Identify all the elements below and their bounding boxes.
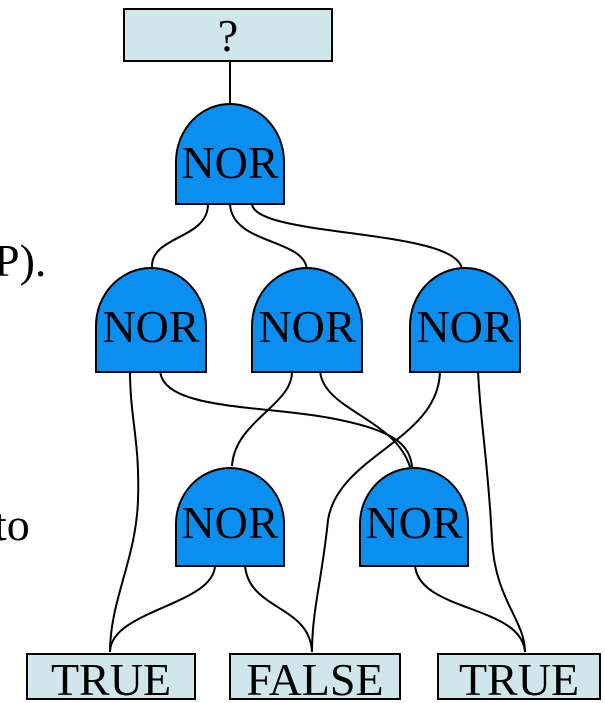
- gate-label-middle-left: NOR: [102, 301, 199, 352]
- gate-label-bottom-left: NOR: [181, 497, 278, 548]
- output-label: ?: [218, 10, 238, 61]
- nor-gate-middle-right: NOR: [409, 267, 521, 373]
- gate-label-bottom-right: NOR: [365, 497, 462, 548]
- gate-label-middle-center: NOR: [258, 301, 355, 352]
- wire-mr-false: [311, 369, 441, 653]
- wire-top-mid: [229, 203, 308, 271]
- wire-mm-bottom-right: [319, 369, 411, 468]
- gate-label-top: NOR: [181, 137, 278, 188]
- wire-bl-true1: [109, 564, 216, 653]
- output-box: ?: [123, 8, 333, 62]
- input-label-3: TRUE: [459, 654, 579, 703]
- wire-ml-true1: [109, 369, 140, 653]
- left-text-fragment-top: P).: [0, 235, 46, 286]
- wire-mr-true2: [477, 369, 526, 653]
- wire-mm-bottom-left: [231, 369, 294, 467]
- wire-top-right: [251, 203, 463, 271]
- wire-top-left: [150, 203, 209, 269]
- input-box-2: FALSE: [229, 653, 401, 703]
- nor-gate-middle-center: NOR: [251, 267, 363, 373]
- gate-label-middle-right: NOR: [416, 301, 513, 352]
- wire-br-true2: [414, 564, 526, 653]
- wire-bl-false: [244, 564, 313, 653]
- nor-gate-top: NOR: [175, 103, 285, 205]
- input-box-3: TRUE: [437, 653, 601, 703]
- nor-gate-middle-left: NOR: [95, 267, 207, 373]
- input-label-1: TRUE: [51, 654, 171, 703]
- wires: [109, 62, 526, 653]
- input-label-2: FALSE: [246, 654, 383, 703]
- nor-gate-bottom-right: NOR: [359, 467, 469, 567]
- input-box-1: TRUE: [26, 653, 196, 703]
- left-text-fragment-bottom: to: [0, 499, 30, 550]
- nor-gate-bottom-left: NOR: [175, 467, 285, 567]
- wire-ml-bottom-right: [159, 369, 413, 468]
